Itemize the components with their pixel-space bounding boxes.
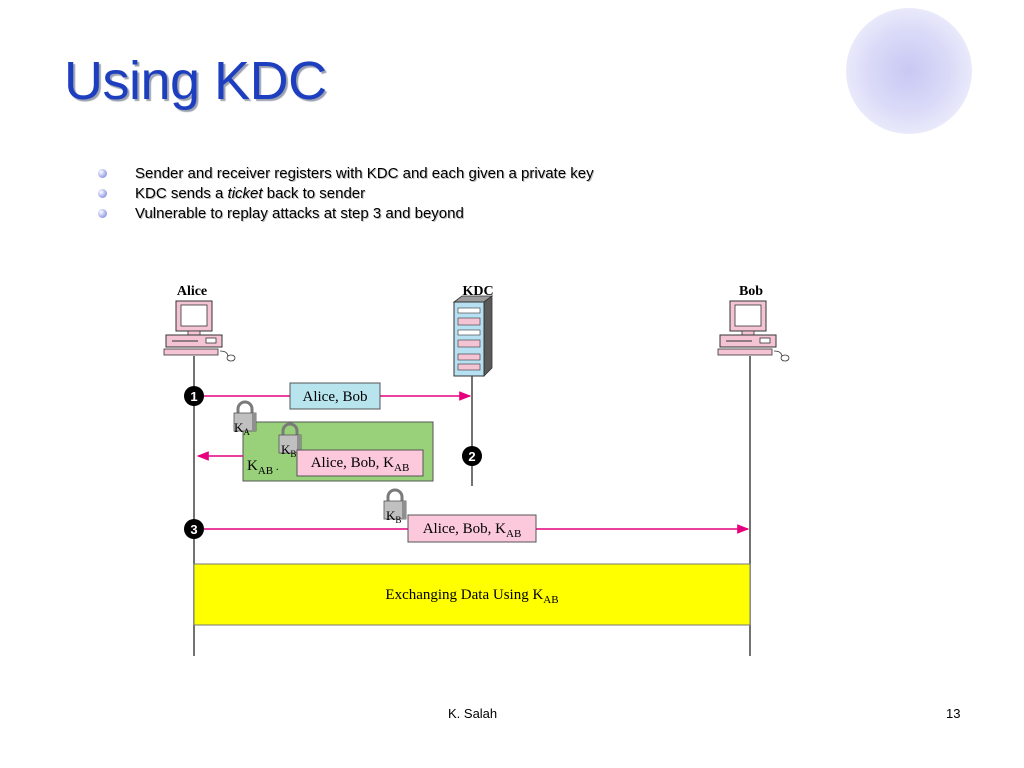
kab-key-label: KAB . xyxy=(247,458,279,477)
ka-key-label: KA xyxy=(234,420,250,437)
exchange-data-box xyxy=(193,563,751,626)
kdc-server-icon xyxy=(452,295,494,377)
step2-badge xyxy=(462,446,482,466)
message1-text: Alice, Bob xyxy=(303,389,368,405)
step1-number: 1 xyxy=(190,389,197,404)
bullet-text: Sender and receiver registers with KDC a… xyxy=(135,165,594,182)
alice-computer-icon xyxy=(163,300,236,362)
ticket-text: Alice, Bob, KAB xyxy=(423,521,522,540)
kb-key-label: KB xyxy=(386,508,401,525)
bob-computer-icon xyxy=(717,300,790,362)
ticket-box xyxy=(296,449,424,477)
bullet-icon xyxy=(98,189,107,198)
bullet-list: Sender and receiver registers with KDC a… xyxy=(98,164,594,224)
bullet-text: KDC sends a xyxy=(135,185,228,202)
ticket-box xyxy=(407,514,537,543)
bullet-item: KDC sends a ticket back to sender xyxy=(98,184,594,204)
bob-label: Bob xyxy=(739,284,763,299)
bullet-text: Vulnerable to replay attacks at step 3 a… xyxy=(135,205,464,222)
bullet-item: Sender and receiver registers with KDC a… xyxy=(98,164,594,184)
step3-number: 3 xyxy=(190,522,197,537)
step1-badge xyxy=(184,386,204,406)
ticket-text: Alice, Bob, KAB xyxy=(311,455,410,474)
kb-key-label: KB xyxy=(281,442,296,459)
message1-box xyxy=(289,382,381,410)
bullet-icon xyxy=(98,209,107,218)
decorative-circle xyxy=(846,8,972,134)
bullet-text-tail: back to sender xyxy=(262,185,366,202)
page-number: 13 xyxy=(946,706,961,721)
step2-number: 2 xyxy=(468,449,475,464)
exchange-data-text: Exchanging Data Using KAB xyxy=(385,587,558,606)
footer-author: K. Salah xyxy=(448,706,498,721)
slide-title: Using KDC xyxy=(64,51,327,111)
bullet-italic-text: ticket xyxy=(227,185,263,202)
kdc-label: KDC xyxy=(462,284,493,299)
bullet-icon xyxy=(98,169,107,178)
alice-label: Alice xyxy=(177,284,207,299)
kdc-diagram: Alice KDC Bob 1 Alice, Bob 2 KA KAB . KB… xyxy=(163,284,790,656)
step3-badge xyxy=(184,519,204,539)
bullet-item: Vulnerable to replay attacks at step 3 a… xyxy=(98,204,594,224)
